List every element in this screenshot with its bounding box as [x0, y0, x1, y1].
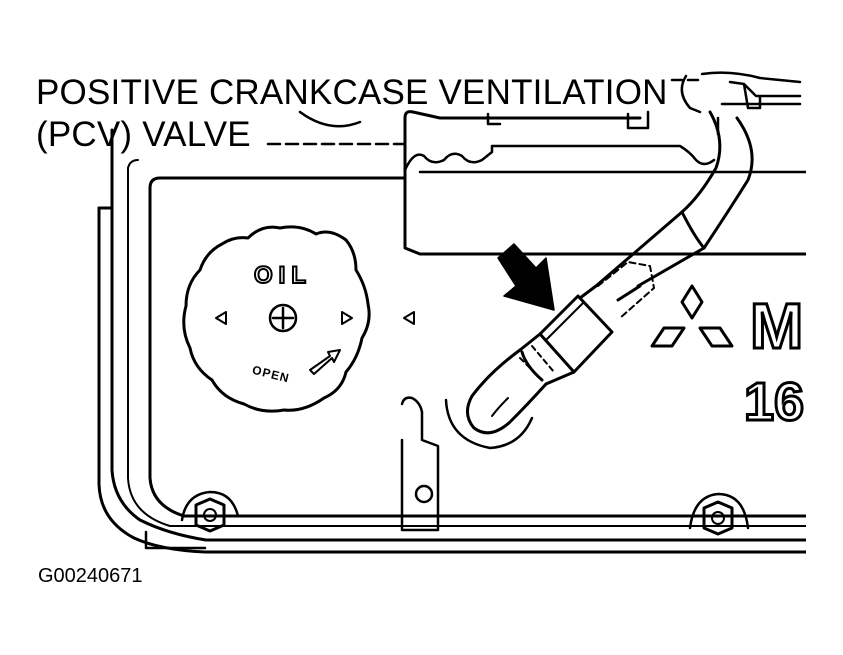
emblem-diamond-top: [680, 284, 704, 320]
oil-cap-center: [268, 303, 298, 333]
pcv-pointer-arrow: [497, 243, 555, 311]
upper-ridge: [403, 110, 642, 180]
hose-clamp-end: [680, 210, 706, 250]
oil-cap-cross: [271, 306, 295, 330]
brand-emblem: [650, 284, 734, 348]
pcv-valve-body: [538, 294, 614, 374]
engine-size-number: 16: [744, 372, 804, 432]
oil-cap-label: OIL: [254, 262, 312, 289]
cover-base-step: [144, 530, 207, 550]
callout-title-line-2: (PCV) VALVE: [36, 115, 251, 154]
oil-cap-mark-left: [215, 311, 227, 325]
mounting-boss: [400, 396, 440, 532]
cover-alignment-mark: [403, 311, 415, 325]
hidden-hose-collar: [597, 261, 655, 319]
emblem-diamond-right: [698, 326, 734, 348]
bolt-boss-left: [180, 490, 240, 522]
background-arc: [298, 110, 362, 128]
valve-cover-rim-corner: [127, 159, 139, 169]
upper-ridge-tabs: [486, 110, 650, 130]
emblem-diamond-left: [650, 326, 686, 348]
pcv-hose-lower-outer: [616, 284, 642, 302]
upper-ridge-lower-line: [403, 168, 806, 180]
valve-cover-outer-edge: [110, 128, 806, 542]
upper-ridge-scallops: [403, 144, 716, 172]
oil-cap-body: [182, 225, 371, 413]
pcv-valve-body-edge: [545, 301, 585, 341]
cover-bolt-right-center: [711, 511, 725, 525]
right-housing-wall: [680, 71, 802, 114]
callout-title-line-1: POSITIVE CRANKCASE VENTILATION: [36, 73, 668, 112]
elbow-tube-outer: [466, 348, 548, 435]
elbow-tube-inner: [491, 397, 509, 417]
breather-hose-end: [728, 80, 802, 110]
valve-cover-top-plate: [148, 176, 806, 256]
cover-bolt-left: [194, 497, 226, 533]
cover-bolt-left-center: [203, 508, 217, 522]
boss-recess: [444, 398, 534, 450]
oil-cap-open-label: OPEN: [251, 363, 291, 386]
pcv-hose-inner: [594, 110, 722, 288]
oil-cap-mark-right: [341, 311, 353, 325]
cover-bolt-right: [702, 500, 734, 536]
valve-cover-inner-rim: [127, 167, 806, 527]
open-arrow-icon: [309, 349, 341, 375]
mounting-boss-hole: [414, 484, 434, 504]
engine-brand-letter: M: [750, 290, 803, 362]
grommet-dashed: [519, 345, 555, 381]
pcv-hose-lower-inner: [578, 284, 598, 300]
figure-id: G00240671: [38, 565, 143, 587]
valve-cover-rail: [97, 206, 806, 554]
pcv-hose-outer: [636, 116, 754, 288]
bolt-boss-right: [688, 492, 750, 530]
